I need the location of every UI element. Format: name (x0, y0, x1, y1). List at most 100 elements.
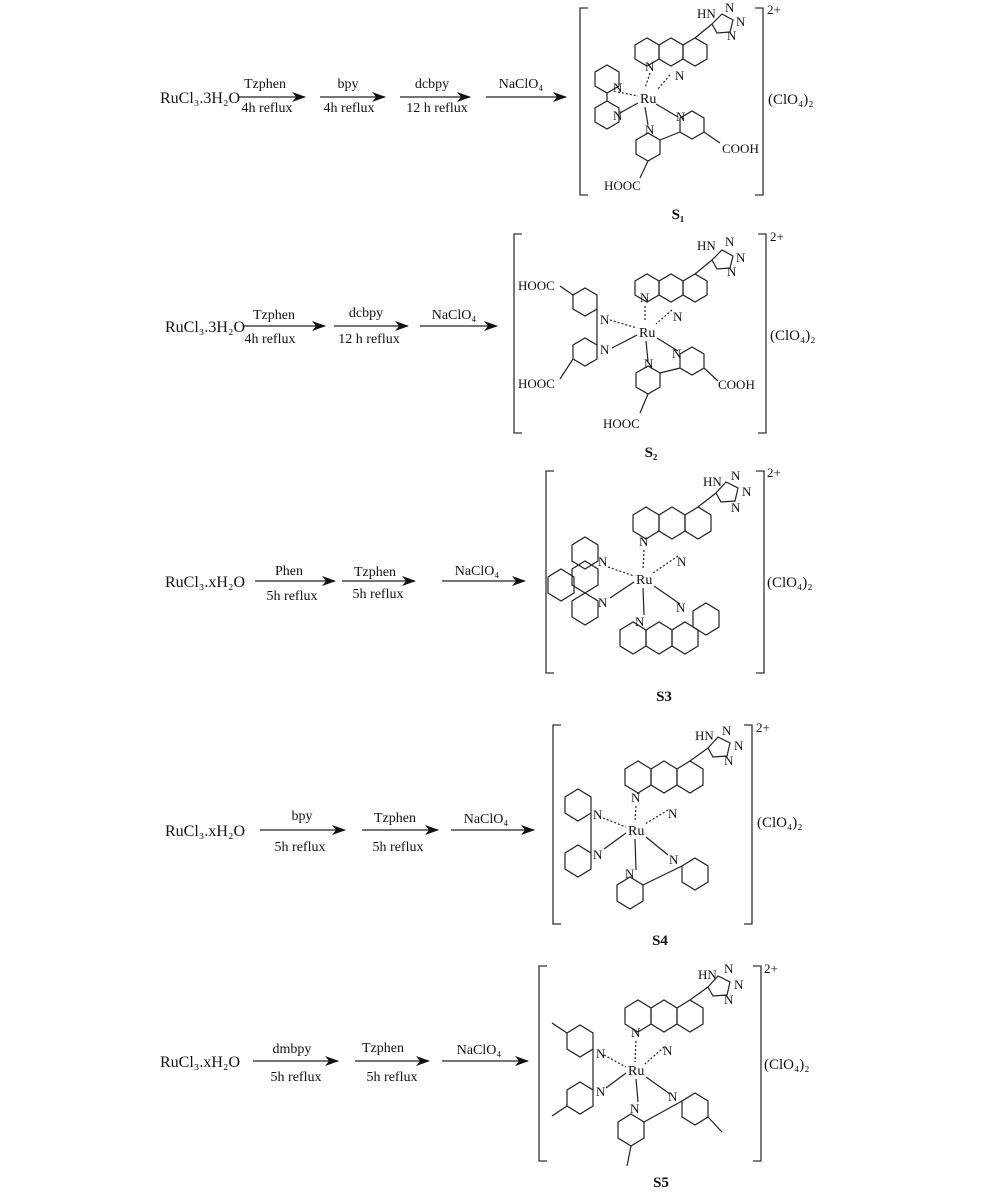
start-material: RuCl₃.xH₂O (165, 574, 245, 591)
arrow-condition: 4h reflux (324, 101, 375, 116)
ruthenium-center: Ru (628, 824, 644, 839)
arrow-condition: 12 h reflux (338, 332, 399, 347)
arrow-reagent: Tzphen (354, 565, 396, 580)
carboxyl-group: HOOC (518, 278, 555, 293)
arrow-condition: 5h reflux (275, 840, 326, 855)
ruthenium-center: Ru (636, 573, 652, 588)
ring-nitrogen: N (613, 108, 623, 123)
scheme-s4: RuCl₃.xH₂O bpy 5h reflux Tzphen 5h reflu… (165, 720, 802, 949)
phen-ligand-left: N N (547, 536, 608, 626)
ring-nitrogen: N (613, 80, 623, 95)
tetrazole-n: N (734, 977, 744, 992)
arrow-condition: 5h reflux (353, 587, 404, 602)
ring-nitrogen: N (593, 807, 603, 822)
dcbpy-ligand-right: N N COOH HOOC (603, 346, 755, 431)
carboxyl-group: HOOC (518, 376, 555, 391)
tetrazole-n: N (724, 992, 734, 1007)
charge-label: 2+ (767, 465, 781, 480)
right-bracket (753, 965, 762, 1162)
charge-label: 2+ (764, 961, 778, 976)
dcbpy-ligand-left: N N HOOC HOOC (518, 278, 610, 391)
compound-label: S3 (656, 689, 672, 705)
start-material: RuCl₃.xH₂O (160, 1054, 240, 1071)
carboxyl-group: COOH (718, 377, 755, 392)
carboxyl-group: COOH (722, 141, 759, 156)
tetrazole-n: N (724, 961, 734, 976)
left-bracket (552, 724, 561, 925)
counter-ion: (ClO₄)₂ (767, 575, 812, 591)
tetrazole-nh: HN (697, 238, 716, 253)
arrow-condition: 5h reflux (367, 1070, 418, 1085)
ring-nitrogen: N (668, 806, 678, 821)
compound-label: S₁ (672, 207, 685, 223)
arrow-condition: 4h reflux (245, 332, 296, 347)
ring-nitrogen: N (631, 1025, 641, 1040)
ring-nitrogen: N (630, 1101, 640, 1116)
charge-label: 2+ (770, 229, 784, 244)
ring-nitrogen: N (677, 554, 687, 569)
tzphen-ligand: N N HN N N N (634, 0, 746, 83)
arrow-reagent: dmbpy (273, 1042, 312, 1057)
ring-nitrogen: N (598, 595, 608, 610)
carboxyl-group: HOOC (604, 178, 641, 193)
arrow-condition: 5h reflux (271, 1070, 322, 1085)
tetrazole-n: N (725, 0, 735, 15)
counter-ion: (ClO₄)₂ (757, 815, 802, 831)
counter-ion: (ClO₄)₂ (768, 92, 813, 108)
ring-nitrogen: N (598, 554, 608, 569)
arrow-reagent: bpy (292, 809, 313, 824)
arrow-reagent: dcbpy (415, 77, 449, 92)
left-bracket (513, 233, 522, 434)
ring-nitrogen: N (668, 1089, 678, 1104)
ring-nitrogen: N (625, 866, 635, 881)
ruthenium-center: Ru (628, 1064, 644, 1079)
bpy-ligand-left: N N (564, 788, 603, 878)
arrow-reagent: NaClO₄ (455, 564, 500, 579)
tetrazole-nh: HN (703, 474, 722, 489)
ring-nitrogen: N (663, 1043, 673, 1058)
dmbpy-ligand-left: N N (551, 1022, 606, 1117)
arrow-reagent: bpy (338, 77, 359, 92)
phen-ligand-bottom: N N (619, 600, 720, 655)
left-bracket (579, 7, 588, 196)
tzphen-ligand: N N HN N N N (624, 961, 744, 1058)
charge-label: 2+ (756, 720, 770, 735)
tetrazole-nh: HN (695, 728, 714, 743)
tetrazole-n: N (731, 468, 741, 483)
tetrazole-nh: HN (697, 6, 716, 21)
arrow-reagent: Tzphen (253, 308, 295, 323)
ring-nitrogen: N (640, 290, 650, 305)
ring-nitrogen: N (635, 614, 645, 629)
ring-nitrogen: N (639, 534, 649, 549)
charge-label: 2+ (767, 2, 781, 17)
ring-nitrogen: N (644, 356, 654, 371)
tetrazole-n: N (722, 723, 732, 738)
ring-nitrogen: N (596, 1084, 606, 1099)
arrow-reagent: NaClO₄ (457, 1043, 502, 1058)
ring-nitrogen: N (600, 342, 610, 357)
start-material: RuCl₃.3H₂O (165, 319, 245, 336)
tetrazole-nh: HN (698, 967, 717, 982)
dcbpy-ligand: N N COOH HOOC (604, 109, 759, 193)
tetrazole-n: N (725, 234, 735, 249)
right-bracket (756, 470, 765, 674)
tetrazole-n: N (736, 14, 746, 29)
ring-nitrogen: N (600, 312, 610, 327)
scheme-s2: RuCl₃.3H₂O Tzphen 4h reflux dcbpy 12 h r… (165, 229, 815, 461)
ruthenium-center: Ru (639, 326, 655, 341)
compound-label: S₂ (645, 445, 658, 461)
scheme-s3: RuCl₃.xH₂O Phen 5h reflux Tzphen 5h refl… (165, 465, 812, 705)
arrow-reagent: Tzphen (244, 77, 286, 92)
ring-nitrogen: N (676, 109, 686, 124)
arrow-reagent: Phen (275, 564, 303, 579)
left-bracket (545, 470, 554, 674)
bpy-ligand: N N (594, 64, 623, 130)
tzphen-ligand: N N HN N N N (632, 468, 752, 569)
scheme-s5: RuCl₃.xH₂O dmbpy 5h reflux Tzphen 5h ref… (160, 961, 809, 1191)
arrow-reagent: NaClO₄ (464, 812, 509, 827)
arrow-reagent: NaClO₄ (499, 77, 544, 92)
arrow-condition: 5h reflux (373, 840, 424, 855)
right-bracket (758, 233, 767, 434)
